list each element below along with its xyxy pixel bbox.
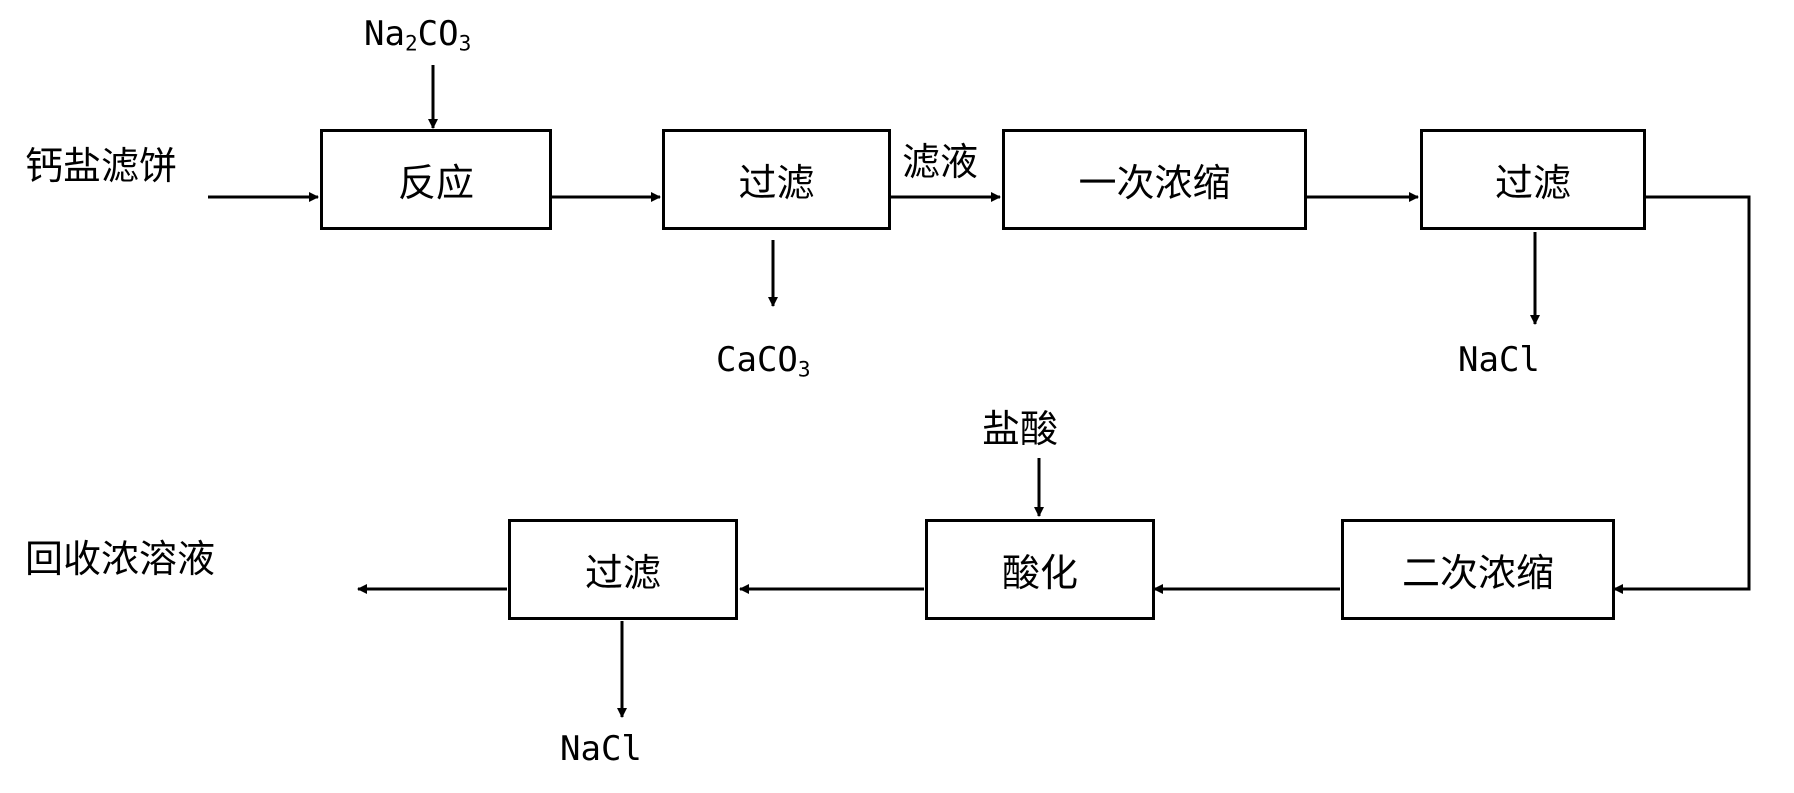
step-filter-1: 过滤 (662, 129, 891, 230)
step-filter-2-label: 过滤 (1494, 161, 1571, 205)
caco3-sub: 3 (797, 356, 811, 382)
step-filter-3-label: 过滤 (584, 551, 661, 595)
step-acidify: 酸化 (925, 519, 1155, 620)
step-acidify-label: 酸化 (1001, 551, 1078, 595)
caco3-base: CaCO (716, 340, 798, 380)
na2co3-sub2: 3 (458, 30, 472, 56)
product-caco3: CaCO3 (716, 343, 811, 379)
reagent-hcl: 盐酸 (982, 407, 1059, 451)
step-concentrate-1: 一次浓缩 (1002, 129, 1307, 230)
input-label: 钙盐滤饼 (25, 144, 178, 188)
step-reaction-label: 反应 (397, 161, 474, 205)
na2co3-mid: CO (417, 14, 459, 54)
product-nacl-1: NaCl (1458, 340, 1540, 380)
step-reaction: 反应 (320, 129, 552, 230)
flow-label-filtrate: 滤液 (902, 140, 979, 184)
reagent-na2co3: Na2CO3 (364, 17, 471, 53)
output-label: 回收浓溶液 (25, 537, 216, 581)
step-filter-3: 过滤 (508, 519, 738, 620)
step-filter-1-label: 过滤 (738, 161, 815, 205)
step-filter-2: 过滤 (1420, 129, 1646, 230)
step-concentrate-1-label: 一次浓缩 (1078, 161, 1231, 205)
product-nacl-2: NaCl (560, 729, 642, 769)
step-concentrate-2: 二次浓缩 (1341, 519, 1615, 620)
step-concentrate-2-label: 二次浓缩 (1401, 551, 1554, 595)
na2co3-base: Na (364, 14, 405, 54)
na2co3-sub1: 2 (404, 30, 418, 56)
arrow-filter2-to-concentrate2 (1613, 195, 1751, 594)
